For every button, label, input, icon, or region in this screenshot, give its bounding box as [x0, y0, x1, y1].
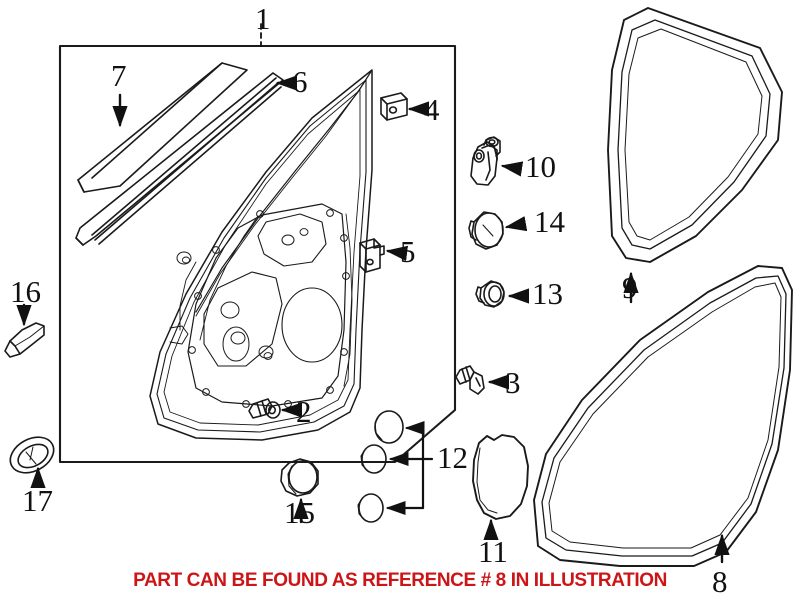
callout-5[interactable]: 5 — [400, 234, 416, 269]
plug-12-middle — [360, 444, 387, 474]
callout-15[interactable]: 15 — [284, 495, 315, 530]
plug-12-bottom — [357, 493, 384, 523]
cap-14 — [468, 211, 504, 250]
leader-10 — [500, 161, 524, 177]
callout-8[interactable]: 8 — [712, 564, 728, 599]
cover-11 — [472, 434, 529, 520]
callout-2[interactable]: 2 — [296, 394, 312, 429]
trim-panel-7 — [77, 62, 248, 193]
callout-3[interactable]: 3 — [505, 365, 521, 400]
screw-2 — [248, 398, 281, 419]
callout-12[interactable]: 12 — [437, 440, 468, 475]
trim-strip-6 — [75, 72, 284, 246]
callout-11[interactable]: 11 — [478, 534, 508, 569]
bolt-3 — [455, 365, 485, 395]
bracket-4 — [380, 92, 408, 121]
callout-17[interactable]: 17 — [22, 483, 53, 518]
clip-16 — [4, 322, 45, 358]
leader-12 — [385, 420, 434, 516]
callout-1[interactable]: 1 — [255, 1, 271, 36]
plug-12-top — [374, 410, 404, 444]
callout-6[interactable]: 6 — [292, 64, 308, 99]
plug-15 — [280, 458, 319, 497]
door-inner-panel — [169, 203, 353, 408]
callout-7[interactable]: 7 — [111, 58, 127, 93]
door-shell-outline — [149, 69, 373, 441]
callout-16[interactable]: 16 — [10, 274, 41, 309]
callout-10[interactable]: 10 — [525, 149, 556, 184]
leader-5 — [385, 245, 409, 262]
door-assembly-box — [58, 44, 457, 464]
weatherstrip-9 — [607, 7, 783, 263]
callout-4[interactable]: 4 — [424, 92, 440, 127]
callout-14[interactable]: 14 — [534, 204, 565, 239]
weatherstrip-8 — [533, 265, 793, 567]
callout-13[interactable]: 13 — [532, 276, 563, 311]
grommet-17 — [9, 436, 55, 474]
leader-14 — [504, 216, 528, 232]
reference-note: PART CAN BE FOUND AS REFERENCE # 8 IN IL… — [133, 570, 667, 591]
stop-10 — [470, 136, 501, 186]
callout-9[interactable]: 9 — [622, 270, 638, 305]
bracket-5 — [359, 238, 385, 273]
plugs-12 — [357, 410, 404, 523]
grommet-13 — [475, 280, 505, 308]
